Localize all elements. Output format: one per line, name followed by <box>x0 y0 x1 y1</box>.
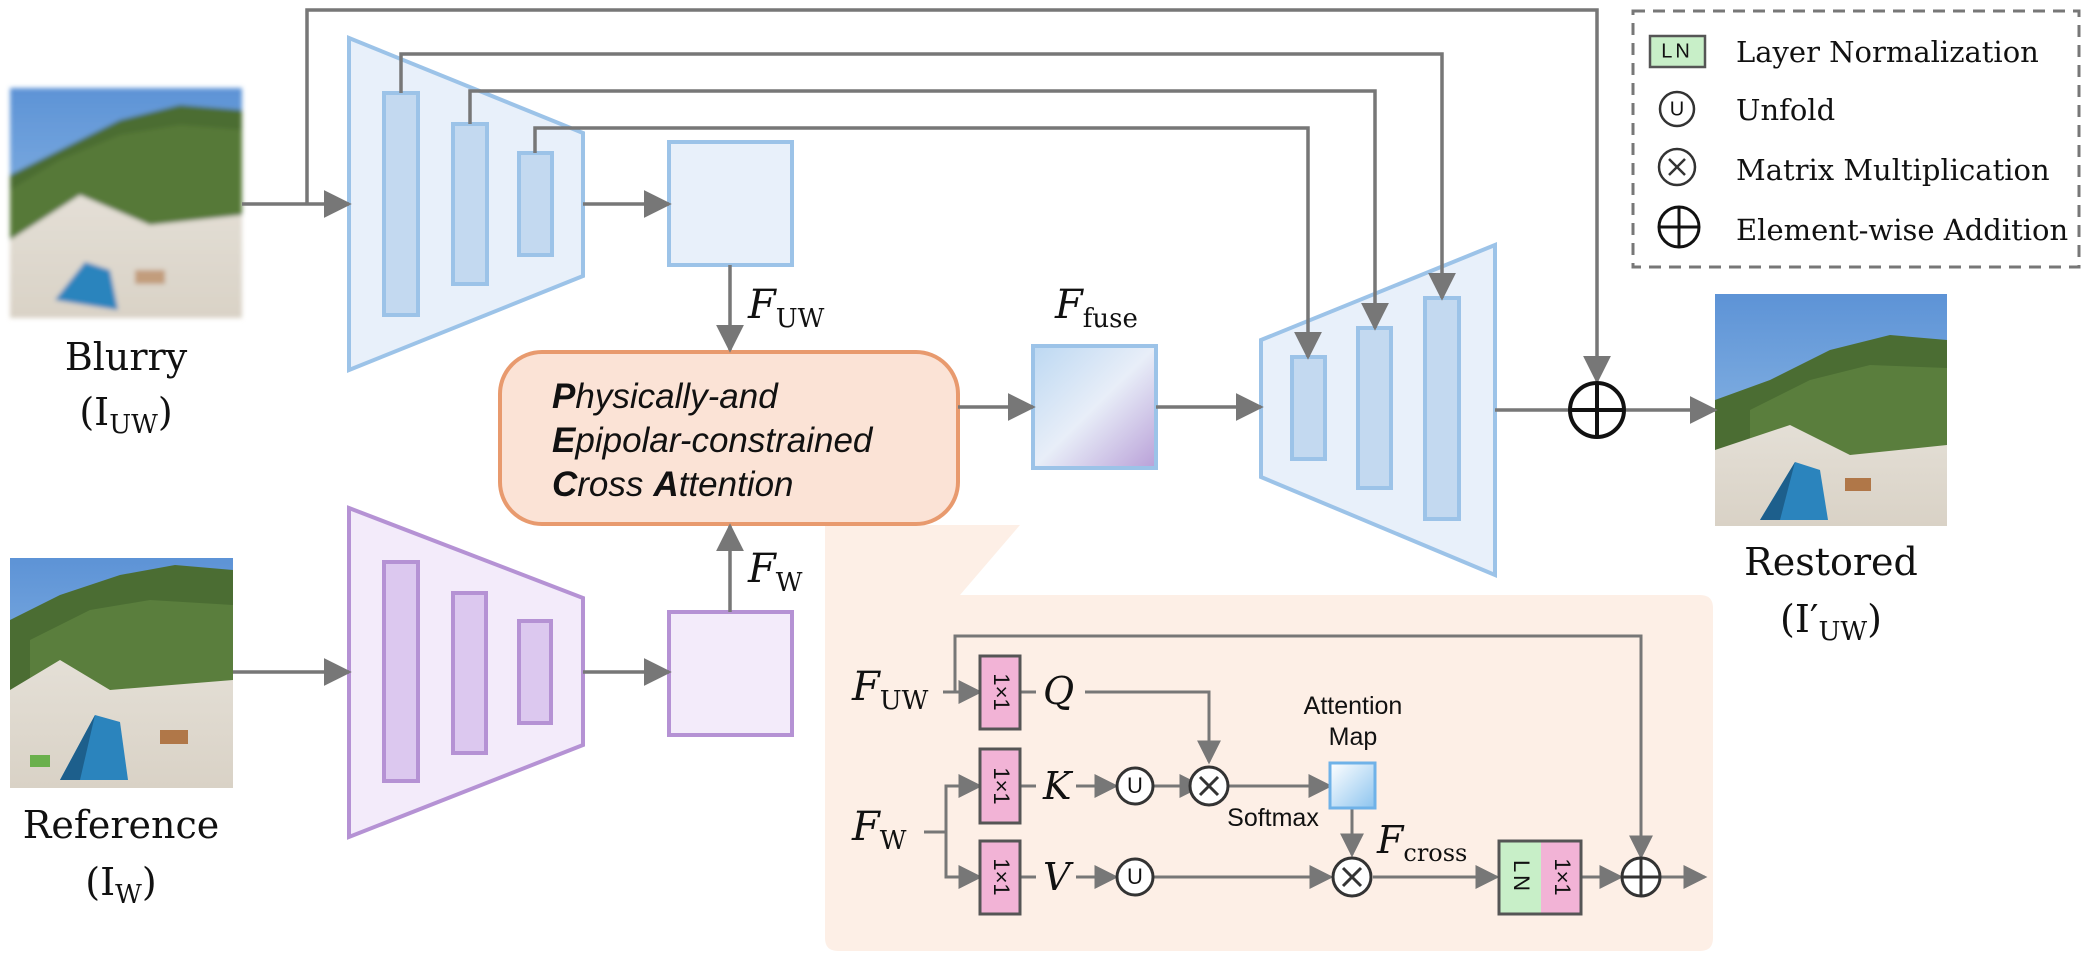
blurry-encoder <box>347 35 585 373</box>
blurry-label: Blurry <box>65 335 188 379</box>
reference-label: Reference <box>23 803 220 847</box>
svg-text:1×1: 1×1 <box>989 673 1014 710</box>
ln-conv-block: LN 1×1 <box>1497 839 1583 916</box>
fuse-feature-box <box>1031 344 1158 470</box>
uw-feature-box <box>667 140 794 267</box>
q-label: Q <box>1043 669 1074 713</box>
legend-label-unfold: Unfold <box>1736 93 1835 127</box>
k-label: K <box>1042 764 1074 808</box>
matmul-operator-qk <box>1188 765 1230 807</box>
w-feature-box <box>667 610 794 737</box>
attention-line-2: Epipolar-constrained <box>552 421 874 460</box>
f-fuse-label: Ffuse <box>1054 282 1138 334</box>
unfold-operator-v: U <box>1115 857 1155 897</box>
reference-encoder <box>347 505 585 840</box>
f-uw-label: FUW <box>747 282 825 334</box>
svg-text:1×1: 1×1 <box>989 858 1014 895</box>
conv-q: 1×1 <box>978 654 1022 731</box>
svg-text:LN: LN <box>1509 860 1534 894</box>
legend-label-ln: Layer Normalization <box>1736 35 2039 69</box>
legend-add-icon <box>1657 205 1701 249</box>
blurry-symbol: (IUW) <box>79 390 172 440</box>
svg-text:U: U <box>1670 98 1684 120</box>
v-label: V <box>1043 855 1074 899</box>
attention-detail-panel <box>825 525 1713 951</box>
attention-line-1: Physically-and <box>552 377 779 416</box>
detail-arrows <box>924 634 1708 889</box>
svg-text:1×1: 1×1 <box>989 767 1014 804</box>
add-operator-main <box>1568 381 1626 439</box>
attention-map-label-1: Attention <box>1304 692 1403 720</box>
restored-image <box>1715 294 1947 526</box>
detail-f-w-label: FW <box>851 804 907 856</box>
detail-f-uw-label: FUW <box>851 664 929 716</box>
svg-text:U: U <box>1127 773 1143 798</box>
softmax-label: Softmax <box>1227 804 1319 832</box>
restored-symbol: (I′UW) <box>1780 597 1882 647</box>
conv-k: 1×1 <box>978 747 1022 825</box>
conv-v: 1×1 <box>978 839 1022 916</box>
attention-map-box <box>1328 761 1377 810</box>
blurry-image <box>10 88 242 318</box>
matmul-operator-v <box>1331 856 1373 898</box>
legend-label-add: Element-wise Addition <box>1736 213 2068 247</box>
reference-image <box>10 558 233 788</box>
legend-unfold-icon: U <box>1658 90 1696 128</box>
legend-matmul-icon <box>1657 147 1697 187</box>
svg-text:1×1: 1×1 <box>1550 858 1575 895</box>
svg-text:LN: LN <box>1661 40 1693 62</box>
legend-ln-icon: LN <box>1648 34 1707 69</box>
add-operator-detail <box>1620 856 1662 898</box>
legend: LN Layer Normalization U Unfold Matrix M… <box>1631 9 2081 269</box>
attention-map-label-2: Map <box>1329 723 1378 751</box>
f-w-label: FW <box>747 546 803 598</box>
f-cross-label: Fcross <box>1376 818 1467 867</box>
svg-text:U: U <box>1127 864 1143 889</box>
main-arrows <box>233 8 1718 686</box>
reference-symbol: (IW) <box>85 860 156 910</box>
legend-label-matmul: Matrix Multiplication <box>1736 153 2050 187</box>
decoder <box>1259 242 1497 579</box>
unfold-operator-k: U <box>1115 766 1155 806</box>
restored-label: Restored <box>1744 540 1918 584</box>
